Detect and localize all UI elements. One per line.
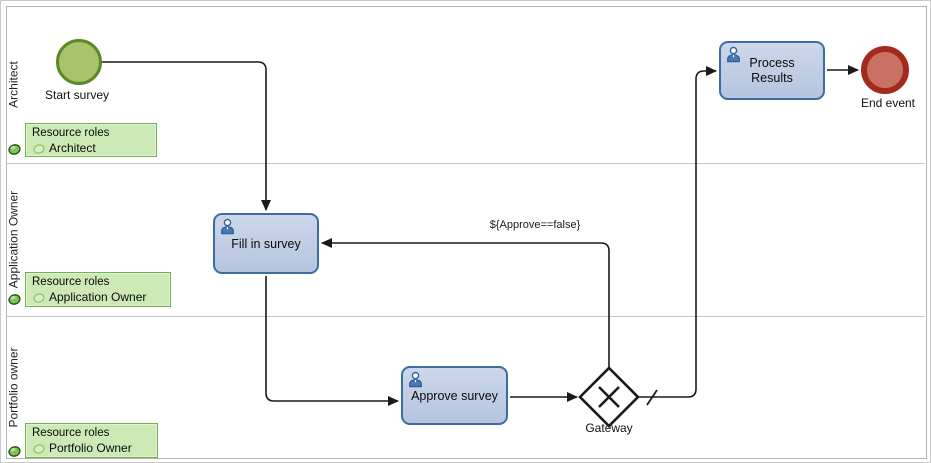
start-event-label: Start survey — [44, 88, 110, 102]
lane-role-marker-icon — [8, 144, 21, 155]
lane-divider — [7, 163, 925, 164]
end-event-label: End event — [860, 96, 916, 110]
task-approve-survey[interactable]: Approve survey — [401, 366, 508, 425]
end-event-circle[interactable] — [861, 46, 909, 94]
lane-label-architect: Architect — [6, 61, 21, 108]
resource-roles-title: Resource roles — [32, 276, 110, 288]
lane-divider — [7, 316, 925, 317]
task-label: Approve survey — [411, 388, 498, 403]
start-event-circle[interactable] — [56, 39, 102, 85]
lane-role-marker-icon — [8, 446, 21, 457]
gateway-label: Gateway — [585, 421, 633, 435]
resource-roles-box-portfolio-owner[interactable]: Resource roles Portfolio Owner — [25, 423, 158, 458]
role-icon — [33, 443, 45, 454]
role-icon — [33, 292, 45, 303]
resource-role-name: Application Owner — [49, 290, 147, 304]
task-fill-in-survey[interactable]: Fill in survey — [213, 213, 319, 274]
role-icon — [33, 143, 45, 154]
task-process-results[interactable]: Process Results — [719, 41, 825, 100]
task-label: Fill in survey — [231, 236, 301, 251]
resource-role-name: Portfolio Owner — [49, 441, 132, 455]
user-task-person-icon — [727, 46, 740, 63]
resource-roles-title: Resource roles — [32, 127, 110, 139]
user-task-person-icon — [409, 371, 422, 388]
resource-role-name: Architect — [49, 141, 96, 155]
task-label: Process Results — [749, 55, 795, 85]
process-pool — [6, 6, 927, 459]
resource-roles-box-architect[interactable]: Resource roles Architect — [25, 123, 157, 157]
user-task-person-icon — [221, 218, 234, 235]
lane-role-marker-icon — [8, 294, 21, 305]
resource-roles-title: Resource roles — [32, 427, 110, 439]
lane-label-portfolio-owner: Portfolio owner — [6, 347, 21, 428]
resource-roles-box-application-owner[interactable]: Resource roles Application Owner — [25, 272, 171, 307]
reject-condition-label: ${Approve==false} — [489, 219, 581, 231]
